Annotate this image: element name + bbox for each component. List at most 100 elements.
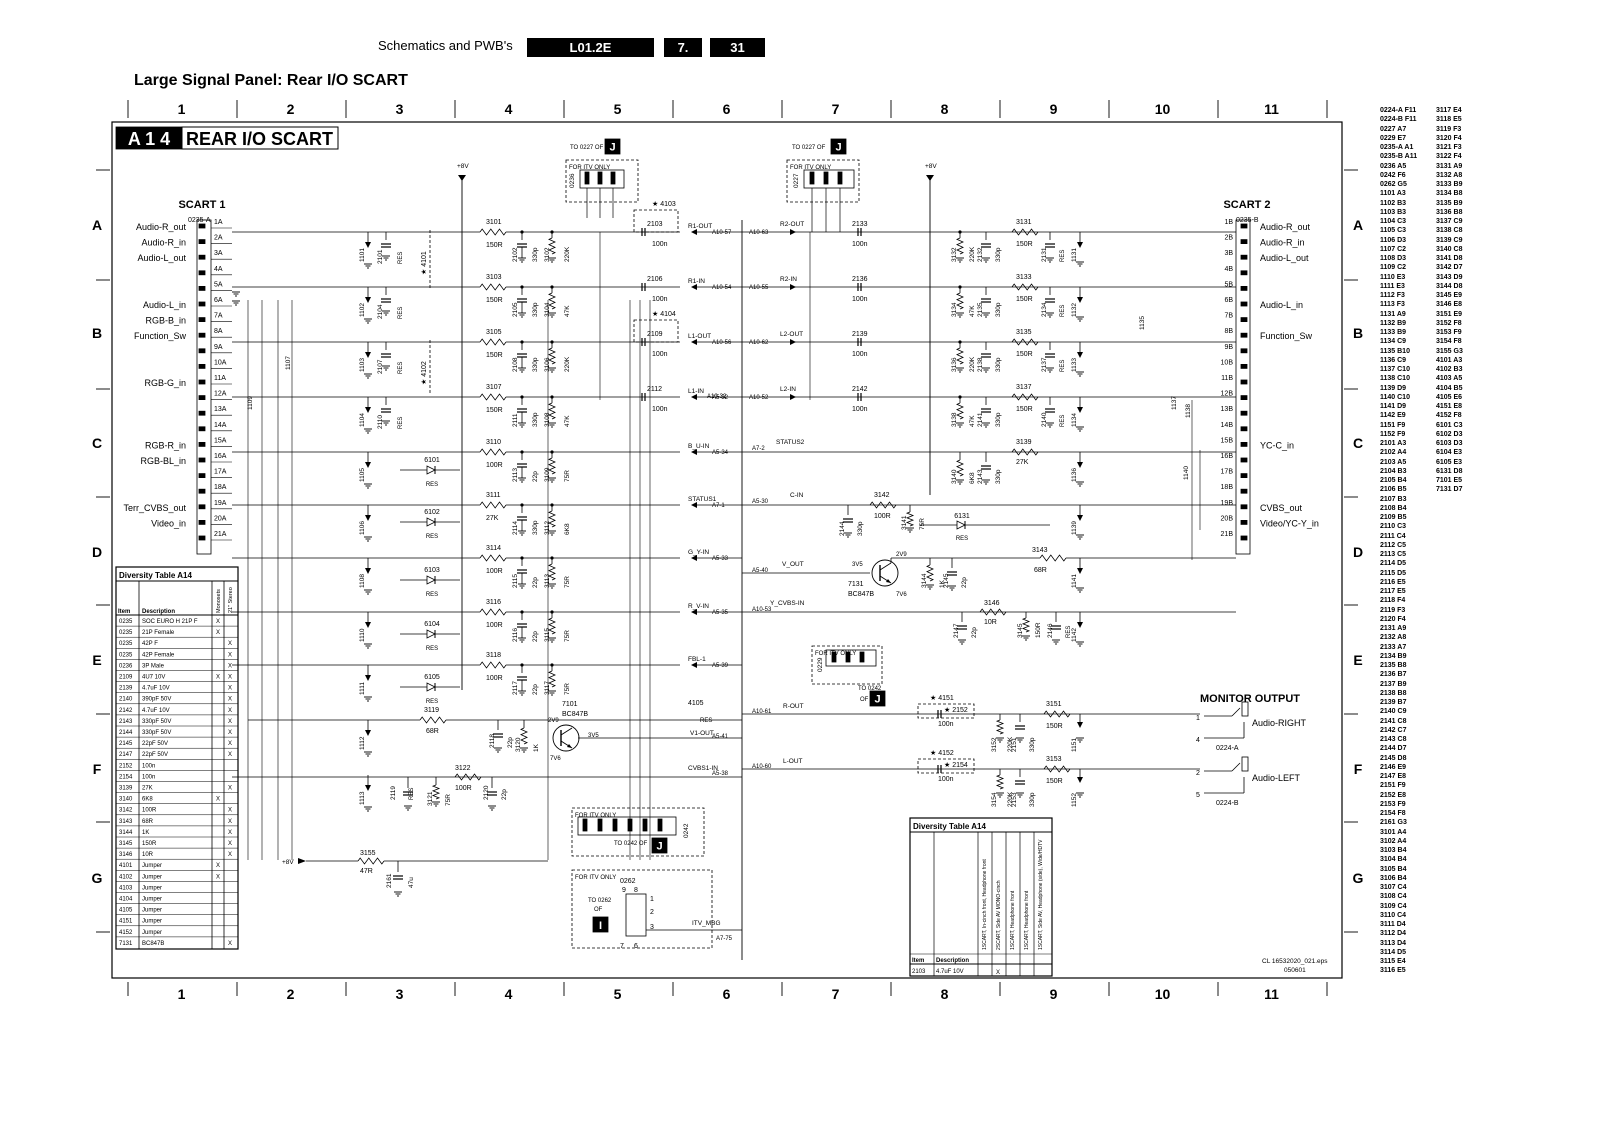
capacitor-ref: 2138 <box>977 357 984 372</box>
supply-label: +8V <box>925 163 937 170</box>
scart1-pin-label: 4A <box>214 266 223 273</box>
index-entry: 1140 C10 <box>1380 393 1410 401</box>
pin-number: 9 <box>622 887 626 894</box>
esd-diode <box>426 575 436 585</box>
signal-name: B_U-IN <box>688 443 710 450</box>
scart2-pin-label: 7B <box>1224 313 1233 320</box>
diode-ref: 6131 <box>954 513 970 520</box>
index-entry: 3120 F4 <box>1436 134 1462 142</box>
filter-ref: 1108 <box>359 574 366 588</box>
signal-name: L2-IN <box>780 386 796 393</box>
arrow-icon <box>691 339 697 345</box>
capacitor-ref: 2102 <box>512 247 519 262</box>
resistor-ref: 3101 <box>486 219 502 226</box>
scart1-pin-label: 7A <box>214 313 223 320</box>
index-entry: 6103 D3 <box>1436 440 1463 447</box>
scart1-pin <box>198 410 206 416</box>
resistor-ref: 3104 <box>544 302 551 317</box>
scart1-signal-label: Audio-L_in <box>143 300 186 310</box>
resistor <box>1011 283 1039 291</box>
pin-number: 1 <box>1196 715 1200 722</box>
scart2-pin <box>1240 285 1248 291</box>
scart1-pin <box>198 332 206 338</box>
index-entry: 0235-B A11 <box>1380 153 1418 161</box>
scart2-pin-label: 3B <box>1224 250 1233 257</box>
junction-dot <box>958 285 962 289</box>
filter-icon <box>365 407 371 413</box>
capacitor-ref: 2136 <box>852 276 868 283</box>
capacitor-value: 330p <box>995 412 1002 427</box>
grid-row-label: B <box>1353 325 1363 341</box>
index-entry: 2137 B9 <box>1380 680 1407 688</box>
resistor-ref: 3102 <box>544 247 551 262</box>
index-entry: 3121 F3 <box>1436 144 1462 151</box>
capacitor-ref: 2107 <box>377 359 384 374</box>
filter-ref: 1135 <box>1139 316 1146 330</box>
scart2-signal-label: Audio-L_out <box>1260 253 1309 263</box>
jumper-box <box>917 758 975 774</box>
capacitor-value: RES <box>398 417 404 429</box>
filter-icon <box>365 568 371 574</box>
capacitor-value: 100n <box>938 721 954 728</box>
index-entry: 3107 C4 <box>1380 884 1407 891</box>
resistor <box>956 459 964 477</box>
index-entry: 3106 B4 <box>1380 874 1407 882</box>
pulldown-resistor <box>548 510 556 528</box>
capacitor-ref: 2153 <box>1011 792 1018 807</box>
index-entry: 2132 A8 <box>1380 634 1407 642</box>
scart2-title: SCART 2 <box>1223 199 1270 211</box>
scart1-pin-label: 16A <box>214 453 227 460</box>
supply-arrow-icon <box>926 175 934 181</box>
scart1-pin <box>198 223 206 229</box>
table-cell: 2140 <box>119 697 133 703</box>
scart1-signal-label: Terr_CVBS_out <box>123 503 186 513</box>
capacitor-ref: 2134 <box>1041 302 1048 317</box>
index-entry: 3143 D9 <box>1436 273 1463 281</box>
signal-name: C-IN <box>790 492 804 499</box>
pin-number: 8 <box>634 887 638 894</box>
scart1-pin-label: 21A <box>214 531 227 538</box>
table-cell: 3143 <box>119 819 133 825</box>
table-cell: 0235 <box>119 641 133 647</box>
scart1-pin-label: 17A <box>214 469 227 476</box>
scart2-pin <box>1240 520 1248 525</box>
capacitor-value: 22p <box>971 627 978 638</box>
scart1-pin <box>198 488 206 494</box>
index-entry: 1109 C2 <box>1380 264 1407 272</box>
index-entry: 2119 F3 <box>1380 606 1406 614</box>
index-entry: 3131 A9 <box>1436 162 1463 170</box>
scart2-signal-label: Audio-L_in <box>1260 300 1303 310</box>
diode-ref: 6101 <box>424 457 440 464</box>
capacitor-value: 330p <box>995 302 1002 317</box>
table-cell: 6K8 <box>142 797 153 803</box>
capacitor-value: 100n <box>652 406 668 413</box>
resistor-value: 220K <box>564 246 571 262</box>
resistor-ref: 3112 <box>544 521 551 535</box>
connector-pin: A10-62 <box>749 340 769 346</box>
table-cell: X <box>228 852 232 858</box>
index-entry: 3119 F3 <box>1436 125 1462 133</box>
index-entry: 2116 E5 <box>1380 578 1406 586</box>
scart1-pin <box>198 301 206 307</box>
connector-0262 <box>625 893 647 937</box>
index-entry: 3114 D5 <box>1380 948 1407 956</box>
scart2-pin <box>1240 488 1248 494</box>
filter-ref: 1142 <box>1071 628 1078 642</box>
connector-to: TO 0227 OF <box>570 145 604 151</box>
pin-number: 3 <box>650 924 654 931</box>
connector-pin: A5-34 <box>712 450 729 456</box>
filter-ref: 1132 <box>1071 303 1078 317</box>
resistor-value: 220K <box>969 246 976 262</box>
series-resistor <box>479 448 507 456</box>
resistor-ref: 3114 <box>486 545 501 552</box>
diode-value: RES <box>426 534 438 540</box>
sheet-ref-badge <box>651 837 668 854</box>
junction-dot <box>958 395 962 399</box>
capacitor-ref: 2146 <box>1047 623 1054 638</box>
index-entry: 1142 E9 <box>1380 412 1406 420</box>
connector-pin: A10-56 <box>712 340 732 346</box>
resistor-ref: 3143 <box>1032 547 1048 554</box>
index-entry: 0227 A7 <box>1380 125 1407 133</box>
table-cell: X <box>228 841 232 847</box>
table-cell: Jumper <box>142 908 162 914</box>
